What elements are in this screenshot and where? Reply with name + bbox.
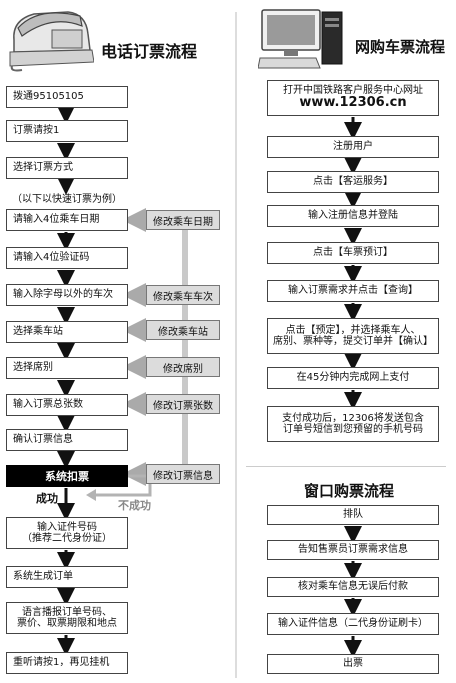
computer-icon [258,6,348,72]
phone-step: 重听请按1，再见挂机 [6,652,128,674]
online-step: 输入注册信息并登陆 [267,205,439,227]
phone-step: 输入订票总张数 [6,394,128,416]
site-url: www.12306.cn [299,95,407,111]
phone-step: 选择席别 [6,357,128,379]
window-step: 出票 [267,654,439,674]
phone-step: 请输入4位验证码 [6,247,128,269]
window-section-divider [246,466,446,467]
window-step: 核对乘车信息无误后付款 [267,577,439,597]
modify-step: 修改乘车站 [146,320,220,340]
online-step: 点击【车票预订】 [267,242,439,264]
modify-step: 修改订票张数 [146,394,220,414]
telephone-icon [8,6,94,72]
modify-step: 修改乘车车次 [146,285,220,305]
phone-step: 选择乘车站 [6,321,128,343]
online-step: 点击【预定】，并选择乘车人、 席别、票种等，提交订单并【确认】 [267,318,439,354]
deduct-ticket-step: 系统扣票 [6,465,128,487]
phone-step: 语言播报订单号码、 票价、取票期限和地点 [6,602,128,634]
phone-step: 订票请按1 [6,120,128,142]
modify-step: 修改乘车日期 [146,210,220,230]
modify-step: 修改席别 [146,357,220,377]
phone-step: 输入除字母以外的车次 [6,284,128,306]
phone-flow-title: 电话订票流程 [101,42,198,61]
modify-step: 修改订票信息 [146,464,220,484]
window-step: 输入证件信息（二代身份证刷卡） [267,613,439,635]
phone-step: 确认订票信息 [6,429,128,451]
phone-step: 选择订票方式 [6,157,128,179]
window-step: 排队 [267,505,439,525]
online-step: 输入订票需求并点击【查询】 [267,280,439,302]
phone-step: 拨通95105105 [6,86,128,108]
phone-step: （以下以快速订票为例） [12,194,122,206]
fail-label: 不成功 [118,499,151,512]
success-label: 成功 [36,492,58,505]
online-step: 支付成功后，12306将发送包含 订单号短信到您预留的手机号码 [267,406,439,442]
online-step: 点击【客运服务】 [267,171,439,193]
online-step: 在45分钟内完成网上支付 [267,367,439,389]
phone-step: 请输入4位乘车日期 [6,209,128,231]
online-flow-title: 网购车票流程 [355,38,446,56]
window-flow-title: 窗口购票流程 [304,482,395,500]
window-step: 告知售票员订票需求信息 [267,540,439,560]
online-step: 注册用户 [267,136,439,158]
phone-step: 输入证件号码 （推荐二代身份证） [6,517,128,549]
phone-step: 系统生成订单 [6,566,128,588]
